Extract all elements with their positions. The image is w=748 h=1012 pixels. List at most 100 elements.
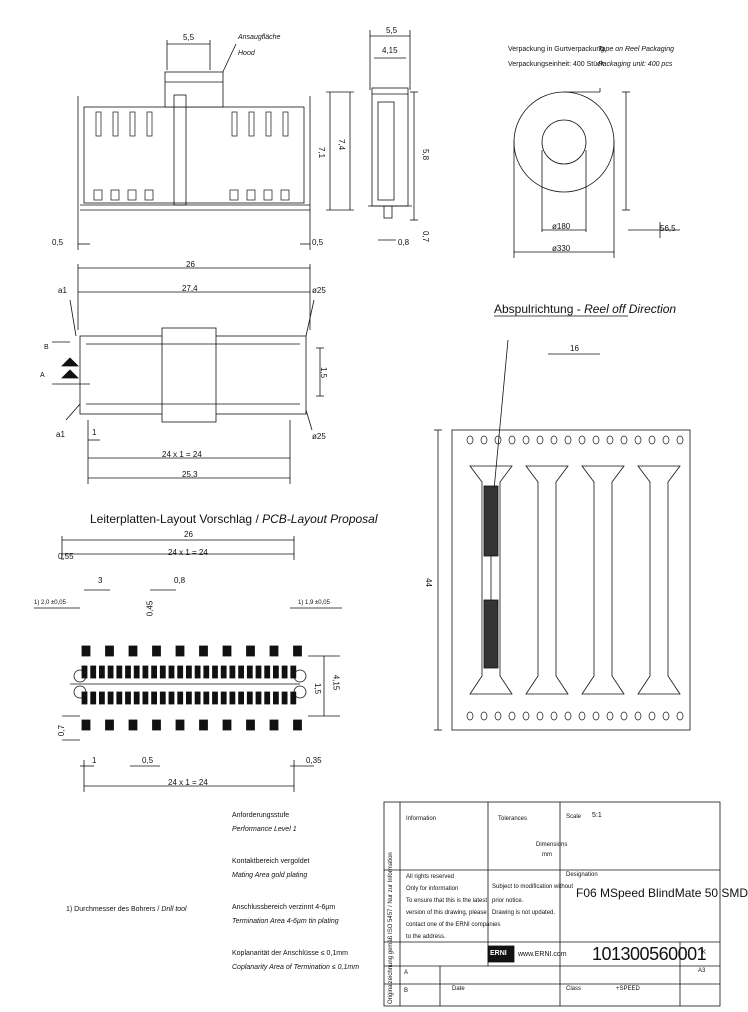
dim-top-253: 25,3 [182, 470, 198, 479]
pcb-pad [81, 691, 88, 705]
tb-rev-b: B [404, 988, 409, 994]
pcb-pad [177, 691, 184, 705]
pcb-holddown-pad [152, 645, 161, 657]
sprocket-hole [494, 711, 502, 721]
pcb-holddown-pad [105, 719, 114, 731]
sprocket-hole [606, 711, 614, 721]
pcb-pad [168, 691, 175, 705]
tb-website[interactable]: www.ERNI.com [518, 951, 567, 958]
drawing-linework [34, 30, 721, 1007]
sprocket-hole [466, 711, 474, 721]
sprocket-hole [508, 435, 516, 445]
sprocket-hole [522, 711, 530, 721]
section-label-b: B [44, 344, 49, 351]
note-drill: 1) Durchmesser des Bohrers / Drill tool [66, 906, 187, 913]
tb-size-label: A3 [698, 968, 706, 974]
dim-pcb-3: 3 [98, 576, 103, 585]
pcb-pad [142, 665, 149, 679]
tb-subject-3: Drawing is not updated. [492, 910, 556, 916]
sprocket-hole [564, 435, 572, 445]
tb-sheet-label: K [702, 950, 707, 956]
pcb-pad [159, 665, 166, 679]
pcb-title-en: PCB-Layout Proposal [262, 512, 378, 526]
solder-tail [263, 189, 273, 201]
pcb-pad [185, 665, 192, 679]
sprocket-hole [536, 711, 544, 721]
tb-class-label: Class [566, 986, 582, 992]
pcb-pad [90, 691, 97, 705]
dim-pcb-05: 0,5 [142, 756, 154, 765]
packaging-de-2: Verpackungseinheit: 400 Stück [508, 61, 605, 68]
tb-subject-2: prior notice. [492, 898, 524, 904]
pcb-pad [116, 665, 123, 679]
dim-top-025: ø25 [312, 286, 326, 295]
pcb-layout-heading: Leiterplatten-Layout Vorschlag / PCB-Lay… [90, 512, 378, 526]
sprocket-hole [480, 711, 488, 721]
tb-rev-a: A [404, 970, 409, 976]
pcb-pad [81, 665, 88, 679]
contact-pin [231, 111, 238, 137]
packaging-en-2: Packaging unit: 400 pcs [598, 61, 673, 68]
dim-pcb-1: 1 [92, 756, 97, 765]
solder-tail [280, 189, 290, 201]
reel-direction-heading: Abspulrichtung - Reel off Direction [494, 302, 677, 316]
pcb-pad [220, 665, 227, 679]
solder-tail [127, 189, 137, 201]
reel-direction-en: Reel off Direction [584, 302, 677, 316]
sprocket-hole [550, 711, 558, 721]
dim-end-07: 0,7 [421, 230, 431, 243]
contact-pin [146, 111, 153, 137]
erni-logo: ERNI [490, 950, 507, 957]
pcb-pad [246, 691, 253, 705]
tb-subject-1: Subject to modification without [492, 884, 574, 890]
pcb-holddown-pad [269, 645, 279, 657]
dim-top-274: 27,4 [182, 284, 198, 293]
sprocket-hole [662, 711, 670, 721]
solder-tail [229, 189, 239, 201]
solder-tail [93, 189, 103, 201]
pcb-pad [107, 691, 114, 705]
pcb-pad [194, 691, 201, 705]
pcb-holddown-pad [175, 719, 185, 731]
dim-height-71: 7,1 [317, 146, 327, 159]
pcb-pad [142, 691, 149, 705]
note-copl-en: Coplanarity Area of Termination ≤ 0,1mm [232, 964, 360, 971]
dim-side-right: 0,5 [312, 238, 324, 247]
dim-pcb-07: 0,7 [57, 724, 67, 737]
tb-scale-label: Scale [566, 814, 582, 820]
pcb-pad [272, 691, 279, 705]
sprocket-hole [676, 435, 684, 445]
tb-dim-label: Dimensions [536, 842, 568, 848]
dim-side-width: 5,5 [183, 33, 195, 42]
dim-pitch-16: 16 [570, 344, 579, 353]
pcb-holddown-pad [246, 719, 255, 731]
pcb-pad [212, 665, 218, 679]
pcb-pad [229, 665, 236, 679]
pcb-pad [290, 665, 297, 679]
note-perf-en: Performance Level 1 [232, 826, 297, 833]
tb-rights-6: to the address. [406, 934, 446, 940]
tb-info-label: Information [406, 816, 437, 822]
pcb-pad [185, 691, 192, 705]
pcb-pad [220, 691, 227, 705]
solder-tail [246, 189, 256, 201]
reel-direction-de: Abspulrichtung [494, 302, 574, 316]
dim-pcb-hole-right: 1) 1,9 ±0,05 [298, 600, 330, 606]
pcb-pad [212, 691, 218, 705]
pcb-holddown-pad [293, 645, 302, 657]
dim-pcb-24x1-bottom: 24 x 1 = 24 [168, 778, 208, 787]
dim-pcb-08: 0,8 [174, 576, 186, 585]
contact-pin [248, 111, 255, 137]
pcb-pad [264, 691, 271, 705]
dim-bottom-025: ø25 [312, 432, 326, 441]
dim-pcb-24x1: 24 x 1 = 24 [168, 548, 208, 557]
sprocket-hole [508, 711, 516, 721]
dim-height-74: 7,4 [337, 138, 347, 151]
sprocket-hole [494, 435, 502, 445]
dim-end-08: 0,8 [398, 238, 410, 247]
sprocket-hole [676, 711, 684, 721]
pcb-pad [90, 665, 97, 679]
contact-pin [265, 111, 272, 137]
note-drill-en: Drill tool [161, 906, 187, 913]
pcb-pad [125, 665, 131, 679]
